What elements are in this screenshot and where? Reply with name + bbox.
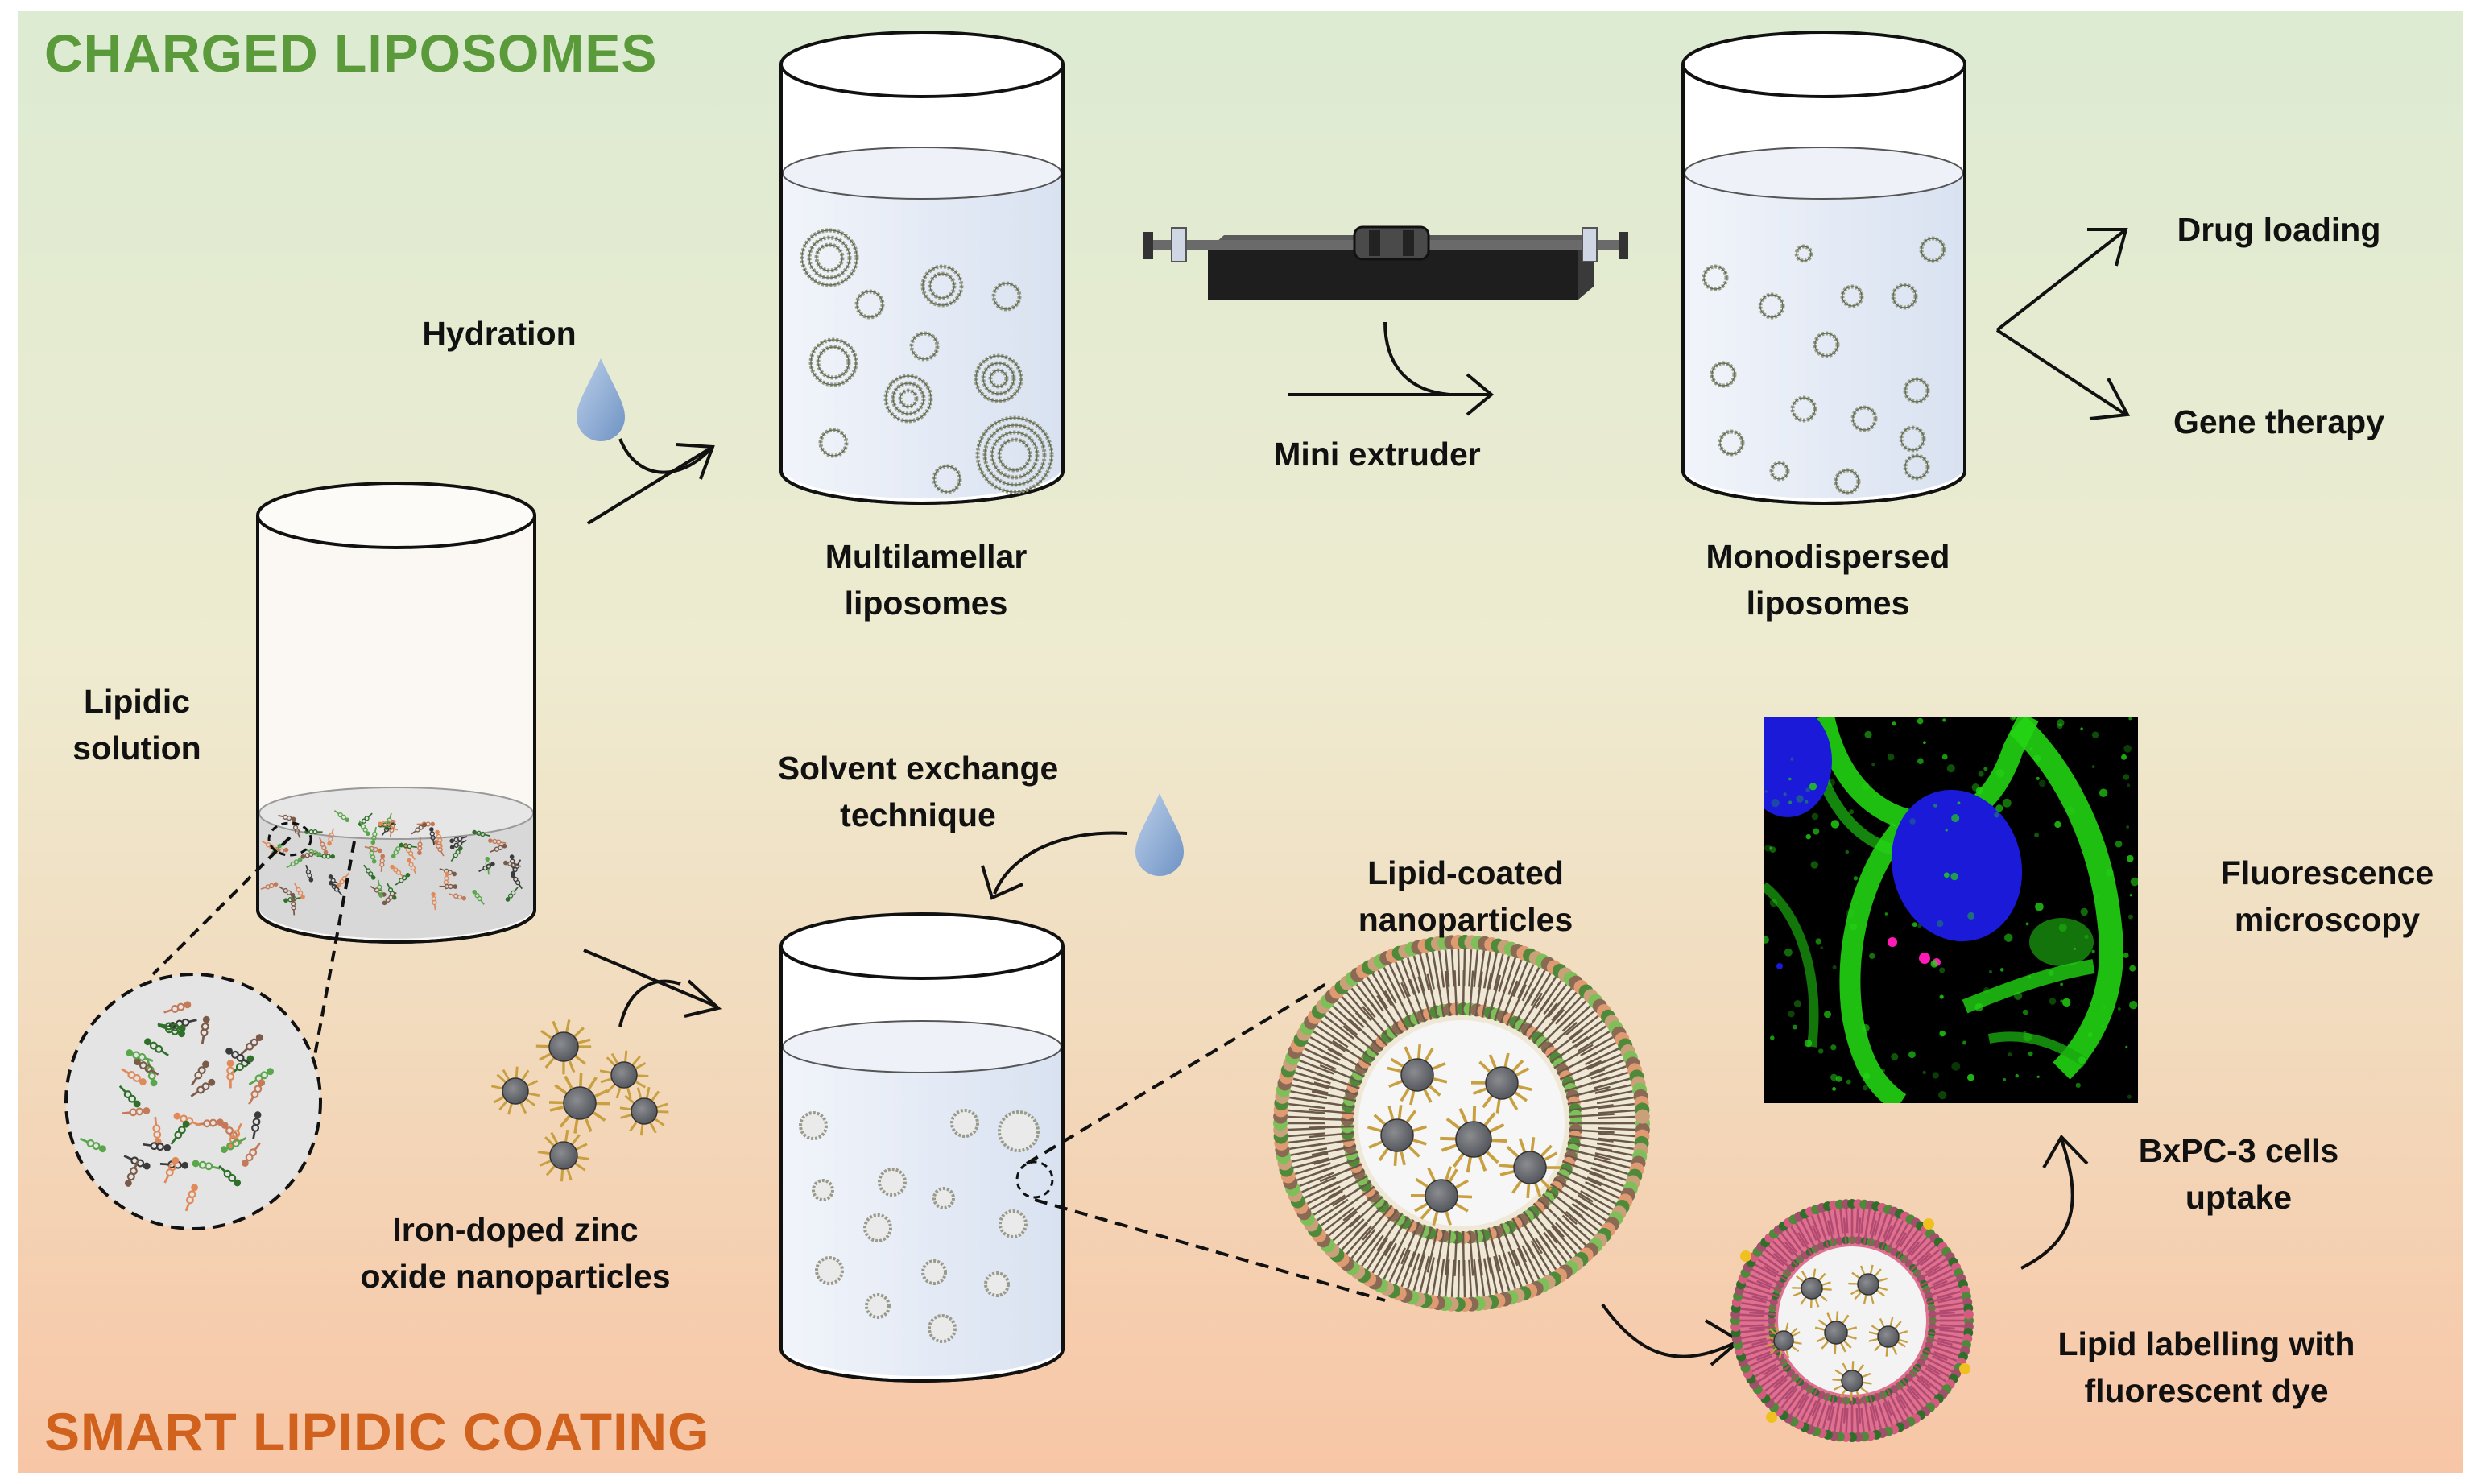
label-lipid-labelling-fluorescent-dye: Lipid labelling with fluorescent dye: [2057, 1325, 2355, 1409]
label-monodispersed-liposomes: Monodispersed liposomes: [1706, 538, 1950, 622]
label-drug-loading: Drug loading: [2177, 211, 2381, 248]
iron-doped-zinc-oxide-nanoparticles: [490, 1019, 669, 1182]
label-multilamellar-liposomes: Multilamellar liposomes: [825, 538, 1028, 622]
lipidic-solution-beaker: [256, 482, 536, 944]
label-gene-therapy: Gene therapy: [2173, 403, 2385, 440]
arrow-to-microscopy: [2020, 1139, 2074, 1270]
arrow-to-hydration: [586, 445, 714, 525]
water-droplet-icon: [1135, 793, 1184, 876]
label-iron-doped-zinc-oxide-nanoparticles: Iron-doped zinc oxide nanoparticles: [360, 1211, 671, 1295]
label-lipidic-solution: Lipidic solution: [72, 683, 201, 767]
label-lipid-coated-nanoparticles: Lipid-coated nanoparticles: [1358, 854, 1573, 938]
solvent-curve-arrow: [993, 831, 1128, 895]
coated-nanoparticle-beaker: [779, 912, 1065, 1383]
lipid-zoom-circle: [64, 821, 356, 1230]
lipid-molecules: [260, 809, 523, 916]
hydration-curve-arrow: [618, 438, 710, 474]
label-solvent-exchange-technique: Solvent exchange technique: [777, 750, 1059, 833]
monodispersed-beaker: [1681, 31, 1966, 505]
water-droplet-icon: [577, 358, 625, 441]
fluorescent-labelled-nanoparticle: [1730, 1199, 1974, 1442]
arrow-to-coating: [583, 949, 717, 1008]
fluorescence-microscopy-image: [1764, 717, 2138, 1103]
arrow-to-labelling: [1601, 1303, 1740, 1358]
label-fluorescence-microscopy: Fluorescence microscopy: [2220, 854, 2434, 938]
branch-arrows: [1995, 228, 2131, 420]
label-bxpc3-cells-uptake: BxPC-3 cells uptake: [2138, 1132, 2339, 1216]
multilamellar-beaker: [779, 31, 1065, 505]
mini-extruder: [1143, 225, 1628, 300]
section-title-smart-lipidic-coating: SMART LIPIDIC COATING: [44, 1402, 710, 1461]
section-title-charged-liposomes: CHARGED LIPOSOMES: [44, 23, 658, 83]
label-hydration: Hydration: [422, 315, 577, 352]
label-mini-extruder: Mini extruder: [1273, 436, 1481, 473]
lipid-coated-nanoparticle: [1273, 935, 1650, 1312]
